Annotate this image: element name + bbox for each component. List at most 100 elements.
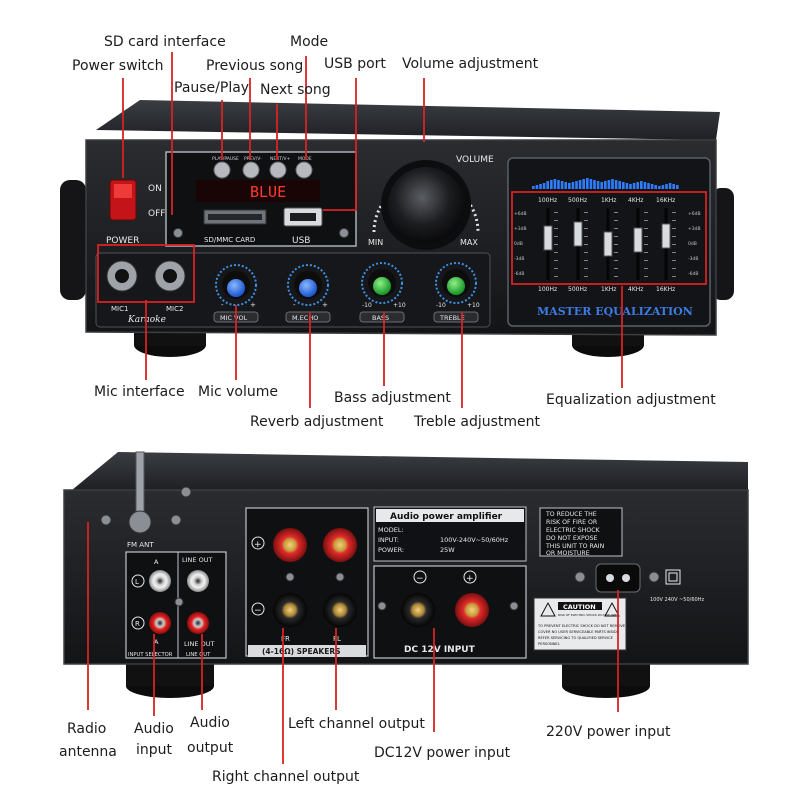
spectrum-bar [629, 184, 632, 189]
warning-lines: TO REDUCE THE RISK OF FIRE OR ELECTRIC S… [545, 511, 605, 557]
echo-plate [285, 311, 331, 323]
svg-text:DO NOT EXPOSE: DO NOT EXPOSE [546, 535, 598, 542]
eq-slider-tick [614, 212, 618, 213]
eq-slider-knob[interactable] [573, 221, 583, 247]
eq-slider-knob[interactable] [661, 223, 671, 249]
eq-highlight [511, 191, 707, 285]
back-leader-lines [87, 522, 619, 764]
eq-db-scale-left: +6dB +3dB 0dB -3dB -6dB [514, 211, 527, 277]
svg-text:INPUT:: INPUT: [378, 536, 399, 544]
eq-slider-tick [614, 236, 618, 237]
speaker-fl-negative-terminal[interactable] [323, 593, 357, 627]
mode-button[interactable] [295, 161, 313, 179]
callout-equalization-adjustment: Equalization adjustment [546, 392, 716, 408]
front-leader-lines [122, 52, 623, 408]
callout-treble-adjustment: Treble adjustment [413, 414, 541, 430]
spectrum-bar [596, 181, 600, 189]
treble-scale [435, 262, 477, 304]
speakers-label: (4-16Ω) SPEAKERS [262, 647, 341, 656]
treble-plate [433, 311, 479, 323]
dc-positive-terminal[interactable] [455, 593, 489, 627]
spectrum-bar [636, 182, 639, 189]
svg-text:16KHz: 16KHz [656, 286, 675, 293]
exclamation-warning-icon [604, 601, 620, 617]
eq-slider-tick [644, 276, 648, 277]
play-pause-button[interactable] [213, 161, 231, 179]
eq-slider-tick [614, 244, 618, 245]
eq-slider-tick [554, 244, 558, 245]
eq-slider-tick [672, 228, 676, 229]
mic-volume-knob[interactable] [227, 279, 245, 297]
spectrum-bar [546, 181, 549, 189]
eq-slider-tick [672, 252, 676, 253]
btn-play-label: PLAY/PAUSE [212, 156, 239, 162]
mic1-label: MIC1 [111, 305, 128, 313]
mic1-jack-hole [115, 269, 129, 283]
eq-slider-knob[interactable] [543, 225, 553, 251]
callout-220v-power-input: 220V power input [546, 724, 671, 740]
right-channel-marker [131, 616, 145, 630]
speaker-fr-positive-terminal[interactable] [273, 528, 307, 562]
audio-input-right-jack[interactable] [149, 612, 171, 634]
echo-control: - + M.ECHO [285, 264, 331, 323]
echo-label: M.ECHO [292, 314, 318, 322]
eq-slider-knob[interactable] [633, 227, 643, 253]
eq-slider-tick [554, 260, 558, 261]
eq-title: MASTER EQUALIZATION [537, 305, 693, 318]
spectrum-bar [532, 186, 535, 189]
line-out-right-jack[interactable] [187, 612, 209, 634]
eq-slider-tick [672, 268, 676, 269]
treble-knob[interactable] [447, 277, 465, 295]
eq-slider-tick [614, 252, 618, 253]
callout-audio-output-2: output [187, 740, 234, 756]
line-out-bottom-label: LINE OUT [184, 640, 214, 648]
callout-mic-volume: Mic volume [198, 384, 278, 400]
svg-text:A: A [154, 638, 159, 646]
speaker-fr-negative-terminal[interactable] [273, 593, 307, 627]
screw-icon [377, 601, 387, 611]
next-button[interactable] [269, 161, 287, 179]
eq-spectrum-display [532, 178, 679, 189]
line-out-left-jack[interactable] [187, 570, 209, 592]
volume-knob[interactable] [388, 167, 464, 243]
minus-marker [413, 570, 427, 584]
eq-slider-tick [554, 268, 558, 269]
callout-radio: Radio [67, 721, 106, 737]
audio-input-left-jack[interactable] [149, 570, 171, 592]
eq-slider-tick [554, 212, 558, 213]
bass-control: -10 +10 BASS [359, 262, 406, 323]
svg-text:R: R [135, 620, 140, 628]
eq-slider-tick [554, 276, 558, 277]
spectrum-bar [665, 184, 668, 189]
lightning-warning-icon [540, 601, 556, 617]
eq-db-scale-right: +6dB +3dB 0dB -3dB -6dB [688, 211, 701, 277]
callout-left-channel-output: Left channel output [288, 716, 425, 732]
usb-port-opening [290, 213, 316, 221]
callout-mode: Mode [290, 34, 328, 50]
bass-knob[interactable] [373, 277, 391, 295]
echo-knob[interactable] [299, 279, 317, 297]
btn-prev-label: PREV/V- [244, 156, 262, 162]
spectrum-bar [654, 185, 657, 189]
power-switch-highlight [114, 184, 132, 198]
caution-title: CAUTION [563, 603, 596, 611]
eq-slider-tick [614, 220, 618, 221]
callout-reverb-adjustment: Reverb adjustment [250, 414, 384, 430]
sd-card-opening [208, 214, 262, 220]
svg-text:4KHz: 4KHz [628, 197, 643, 204]
eq-slider-knob[interactable] [603, 231, 613, 257]
ac-socket-pin [622, 574, 630, 582]
dc-negative-terminal[interactable] [401, 593, 435, 627]
eq-slider-tick [584, 228, 588, 229]
front-case-top [96, 100, 720, 140]
svg-text:4KHz: 4KHz [628, 286, 643, 293]
svg-text:-10: -10 [436, 302, 446, 309]
spectrum-bar [593, 180, 596, 189]
front-unit: ON OFF POWER PLAY/PAUSE PREV/V- NEXT/V+ … [60, 100, 734, 357]
ac-power-socket[interactable] [595, 563, 641, 593]
eq-slider-tick [672, 220, 676, 221]
screw-icon [509, 601, 519, 611]
speaker-fl-positive-terminal[interactable] [323, 528, 357, 562]
prev-button[interactable] [242, 161, 260, 179]
